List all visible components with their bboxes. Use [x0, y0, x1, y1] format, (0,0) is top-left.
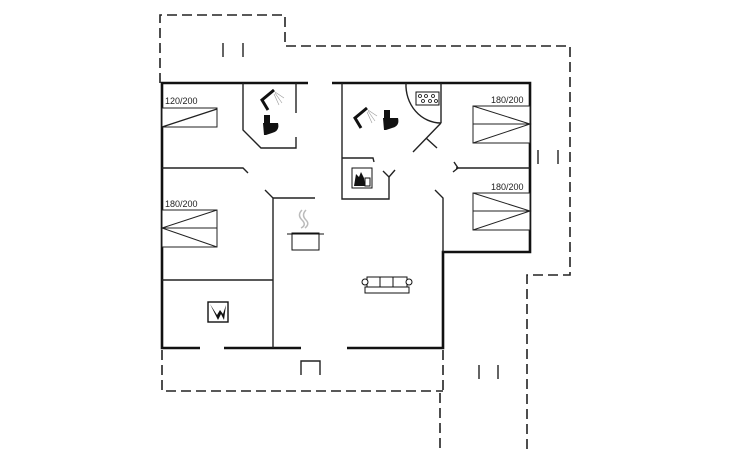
bed-size-label: 180/200 — [491, 95, 524, 105]
shower-icon — [353, 106, 378, 129]
bed-3: 180/200 — [472, 95, 532, 144]
bed-size-label: 120/200 — [165, 96, 198, 106]
bed-2: 180/200 — [160, 199, 218, 248]
toilet-icon — [263, 115, 279, 135]
washing-machine-icon — [351, 167, 373, 189]
jacuzzi-icon — [415, 91, 440, 106]
bed-4: 180/200 — [472, 182, 532, 231]
toilet-icon — [383, 110, 399, 130]
shower-icon — [260, 88, 285, 111]
terrace-outline — [159, 14, 571, 450]
bed-size-label: 180/200 — [165, 199, 198, 209]
bed-1: 120/200 — [161, 96, 218, 128]
interior-walls — [162, 82, 530, 348]
terrace-marks — [222, 43, 559, 379]
cooking-pot-icon — [287, 209, 324, 251]
sofa-icon — [361, 276, 413, 294]
bed-size-label: 180/200 — [491, 182, 524, 192]
fireplace-icon — [207, 301, 229, 323]
